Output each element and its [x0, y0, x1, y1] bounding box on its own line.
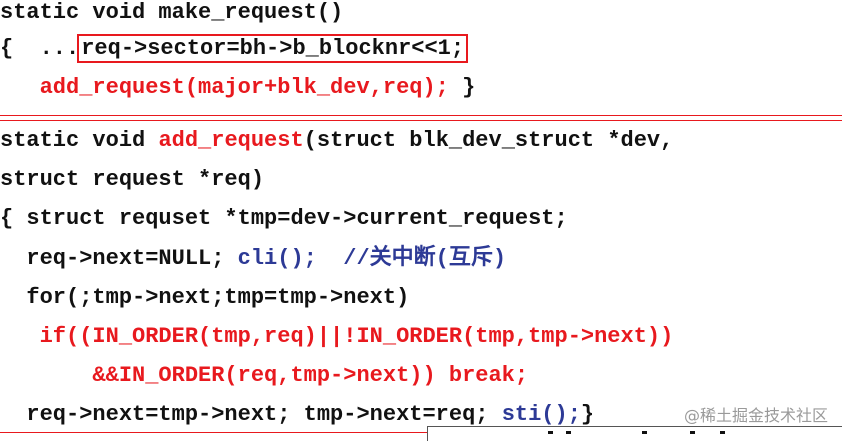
- code-call-add-request: add_request(major+blk_dev,req);: [39, 75, 449, 100]
- code-cli-comment: cli(); //关中断(互斥): [237, 246, 507, 271]
- code-line-3: add_request(major+blk_dev,req); }: [0, 75, 476, 101]
- code-text: req->next=tmp->next; tmp->next=req;: [0, 402, 502, 427]
- code-text: }: [448, 75, 476, 100]
- glyph-fragment: [548, 431, 553, 434]
- code-text: }: [580, 402, 595, 427]
- glyph-fragment: [642, 431, 647, 434]
- glyph-fragment: [566, 431, 571, 434]
- code-text: static void: [0, 128, 159, 153]
- code-if-break: &&IN_ORDER(req,tmp->next)) break;: [0, 363, 529, 388]
- watermark: @稀土掘金技术社区: [683, 406, 828, 425]
- code-sti: sti();: [501, 402, 581, 427]
- code-line-6: { struct requset *tmp=dev->current_reque…: [0, 206, 568, 232]
- separator-line: [0, 432, 427, 433]
- code-line-4: static void add_request(struct blk_dev_s…: [0, 128, 673, 154]
- code-line-8: for(;tmp->next;tmp=tmp->next): [0, 285, 409, 311]
- separator-line: [0, 120, 842, 121]
- code-text: for(;tmp->next;tmp=tmp->next): [0, 285, 410, 310]
- separator-line: [0, 115, 842, 116]
- code-text: { struct requset *tmp=dev->current_reque…: [0, 206, 568, 231]
- code-text: (struct blk_dev_struct *dev,: [303, 128, 674, 153]
- glyph-fragment: [720, 431, 725, 434]
- glyph-fragment: [690, 431, 695, 434]
- code-line-10: &&IN_ORDER(req,tmp->next)) break;: [0, 363, 528, 389]
- code-text: struct request *req): [0, 167, 265, 192]
- code-line-7: req->next=NULL; cli(); //关中断(互斥): [0, 246, 506, 272]
- code-line-1: static void make_request(): [0, 0, 343, 26]
- code-if-condition: if((IN_ORDER(tmp,req)||!IN_ORDER(tmp,tmp…: [0, 324, 674, 349]
- code-line-11: req->next=tmp->next; tmp->next=req; sti(…: [0, 402, 594, 428]
- partial-code-panel: [427, 426, 842, 441]
- code-indent: [0, 75, 40, 100]
- code-text: static void make_request(): [0, 0, 344, 25]
- highlighted-code-box: req->sector=bh->b_blocknr<<1;: [77, 34, 469, 63]
- code-text: req->next=NULL;: [0, 246, 238, 271]
- code-line-2: { ...req->sector=bh->b_blocknr<<1;: [0, 34, 469, 63]
- code-text: { ...: [0, 36, 80, 61]
- code-func-name: add_request: [158, 128, 304, 153]
- code-line-9: if((IN_ORDER(tmp,req)||!IN_ORDER(tmp,tmp…: [0, 324, 674, 350]
- code-line-5: struct request *req): [0, 167, 264, 193]
